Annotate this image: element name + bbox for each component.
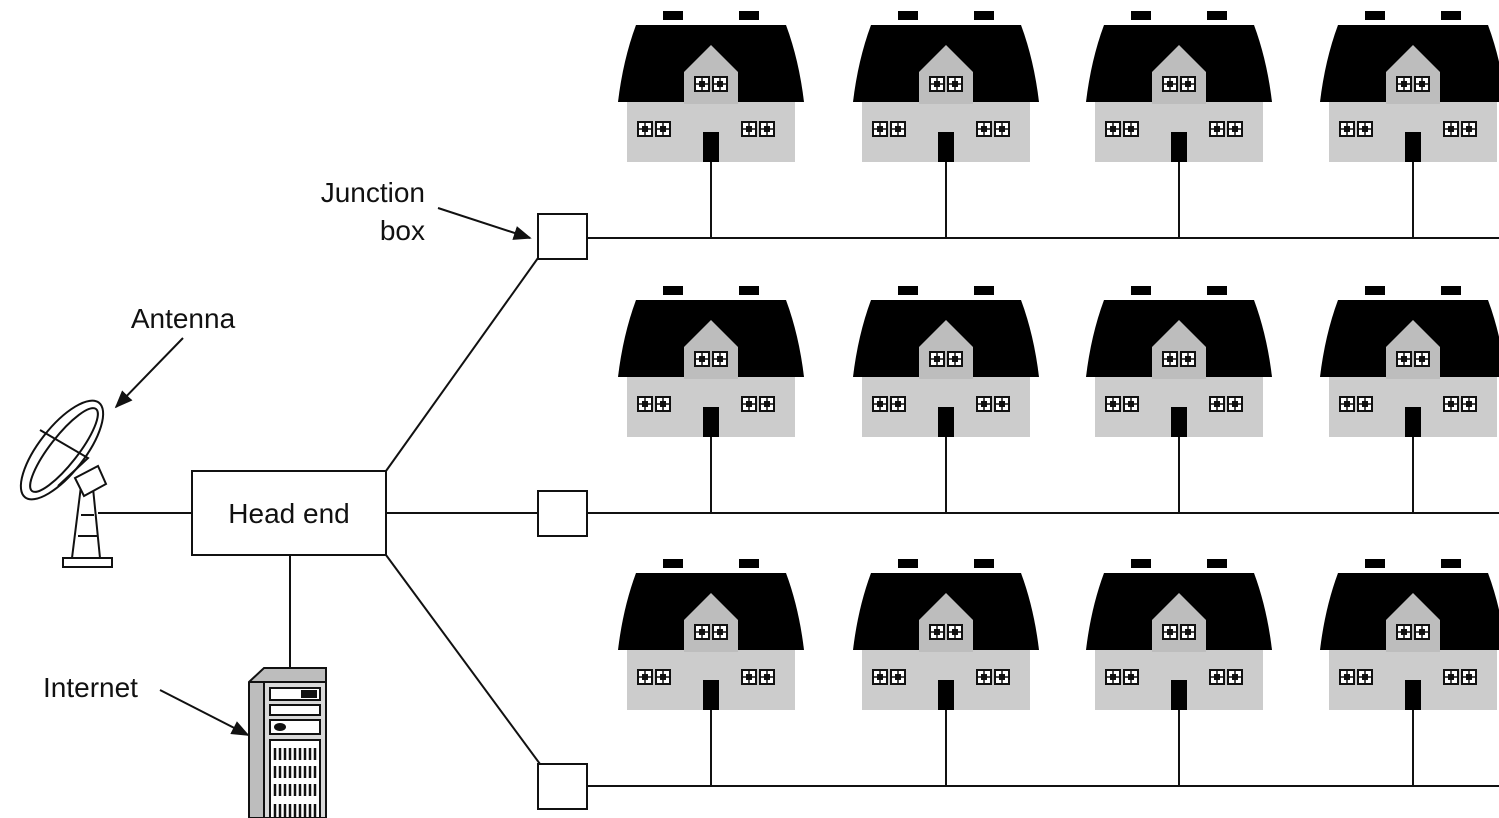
head-end-box	[191, 470, 387, 556]
house-icon	[1086, 286, 1272, 513]
branch-line-top	[385, 257, 539, 472]
house-icon	[618, 559, 804, 786]
antenna-dish-icon	[19, 399, 113, 568]
house-icon	[1320, 286, 1499, 513]
house-icon	[618, 286, 804, 513]
house-icon	[618, 11, 804, 238]
house-icon	[1320, 11, 1499, 238]
server-rack-icon	[248, 667, 327, 818]
junction-boxes	[537, 213, 588, 810]
internet-arrow	[159, 689, 250, 736]
house-icon	[853, 11, 1039, 238]
antenna-label: Antenna	[131, 303, 236, 334]
junction-label-line2: box	[380, 215, 425, 246]
house-icon	[1086, 11, 1272, 238]
annotations: Junction box Antenna Internet	[43, 177, 532, 736]
branch-line-bottom	[385, 554, 541, 765]
antenna-arrow	[114, 337, 184, 409]
houses	[618, 11, 1499, 786]
house-icon	[853, 559, 1039, 786]
junction-box-middle	[537, 490, 588, 537]
wiring	[98, 237, 1499, 787]
house-icon	[853, 286, 1039, 513]
internet-label: Internet	[43, 672, 138, 703]
junction-arrow	[437, 207, 532, 240]
junction-label-line1: Junction	[321, 177, 425, 208]
house-icon	[1086, 559, 1272, 786]
head-end: Head end	[191, 470, 387, 556]
junction-box-bottom	[537, 763, 588, 810]
house-icon	[1320, 559, 1499, 786]
junction-box-top	[537, 213, 588, 260]
head-end-label: Head end	[228, 498, 349, 529]
